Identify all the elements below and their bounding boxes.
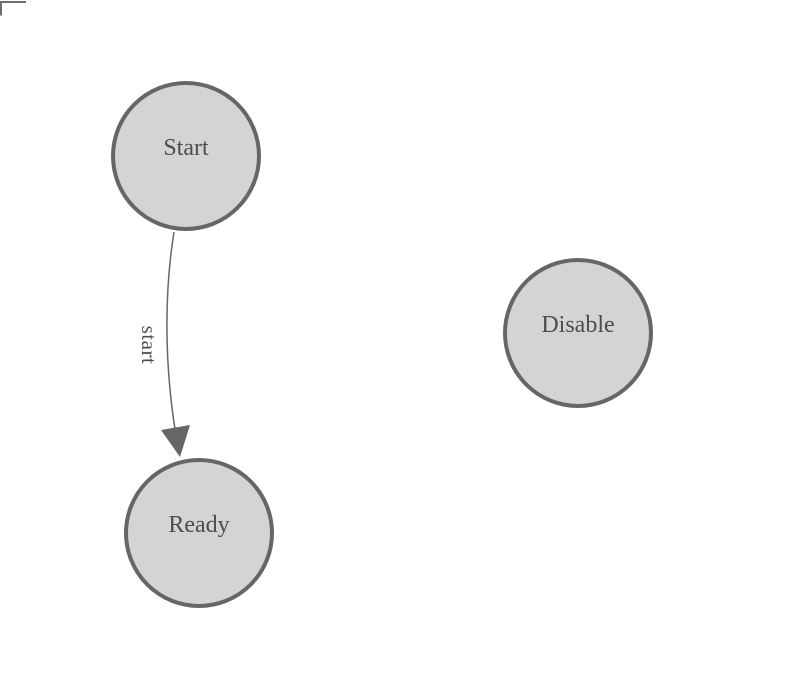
edge-start-to-ready[interactable]: start [137,231,190,457]
edge-label-start-to-ready: start [137,326,161,365]
edge-path-start-to-ready[interactable] [166,231,176,430]
state-node-disable[interactable]: Disable [503,258,653,408]
canvas-corner-marker [0,1,26,16]
state-label-disable: Disable [541,312,614,338]
arrowhead-icon [161,425,190,457]
state-node-start[interactable]: Start [111,81,261,231]
state-circle-start[interactable] [111,81,261,231]
state-label-ready: Ready [168,512,229,538]
state-circle-disable[interactable] [503,258,653,408]
state-node-ready[interactable]: Ready [124,458,274,608]
state-circle-ready[interactable] [124,458,274,608]
state-label-start: Start [163,135,209,161]
